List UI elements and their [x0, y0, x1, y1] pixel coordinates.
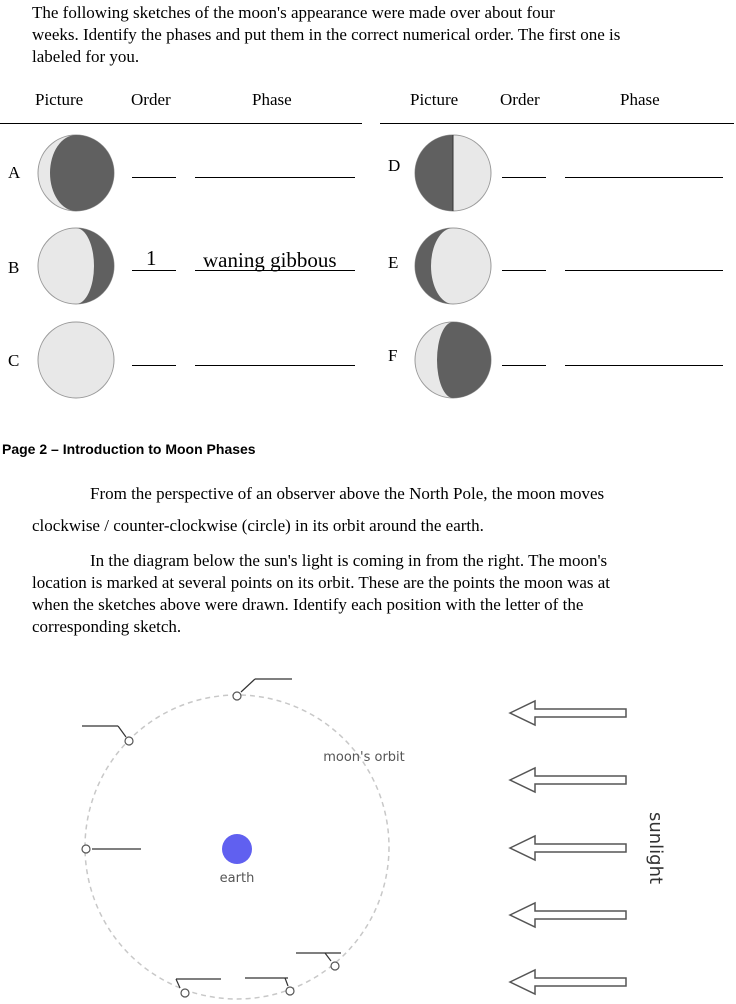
row-letter-a: A [8, 163, 21, 182]
phase-answer-b: waning gibbous [203, 248, 337, 272]
earth-label: earth [220, 871, 255, 886]
phase-blank-e[interactable] [565, 270, 723, 271]
sunlight-arrows [508, 699, 627, 996]
earth-icon [222, 834, 252, 864]
section-heading: Page 2 – Introduction to Moon Phases [2, 441, 256, 457]
phase-blank-b[interactable] [195, 270, 355, 271]
header-picture: Picture [410, 90, 459, 109]
row-letter-e: E [388, 253, 399, 272]
paragraph-line: From the perspective of an observer abov… [90, 484, 605, 503]
moon-sketch-d [414, 134, 492, 212]
header-order: Order [131, 90, 171, 109]
order-blank-e[interactable] [502, 270, 546, 271]
moon-sketch-b [37, 227, 115, 305]
phase-blank-c[interactable] [195, 365, 355, 366]
moon-sketch-c [37, 321, 115, 399]
row-letter-c: C [8, 351, 20, 370]
order-blank-a[interactable] [132, 177, 176, 178]
paragraph-2: In the diagram below the sun's light is … [32, 550, 722, 638]
order-blank-c[interactable] [132, 365, 176, 366]
phase-blank-d[interactable] [565, 177, 723, 178]
moon-sketch-e [414, 227, 492, 305]
orbit-label: moon's orbit [323, 750, 405, 765]
sunlight-arrow [508, 834, 627, 862]
order-blank-b[interactable] [132, 270, 176, 271]
header-picture: Picture [35, 90, 84, 109]
paragraph-line: corresponding sketch. [32, 617, 182, 636]
moon-sketches [37, 134, 492, 399]
position-marker [232, 678, 292, 701]
phase-blank-a[interactable] [195, 177, 355, 178]
position-marker [81, 844, 141, 854]
row-letter-f: F [388, 346, 398, 365]
sunlight-label: sunlight [645, 812, 666, 884]
sunlight-arrow [508, 766, 627, 794]
header-phase: Phase [620, 90, 660, 109]
order-blank-f[interactable] [502, 365, 546, 366]
order-blank-d[interactable] [502, 177, 546, 178]
sunlight-arrow [508, 699, 627, 727]
paragraph-line: In the diagram below the sun's light is … [90, 551, 608, 570]
instructions-line: labeled for you. [32, 47, 140, 66]
sunlight-arrow [508, 901, 627, 929]
instructions-line: weeks. Identify the phases and put them … [32, 25, 621, 44]
position-marker [175, 978, 221, 998]
phase-blank-f[interactable] [565, 365, 723, 366]
instructions: The following sketches of the moon's app… [32, 2, 722, 68]
paragraph-line: location is marked at several points on … [32, 573, 611, 592]
orbit-diagram: earth moon's orbit sunlight [81, 678, 666, 1000]
paragraph-line: clockwise / counter-clockwise (circle) i… [32, 516, 484, 535]
header-rule [0, 123, 362, 124]
moon-sketch-a [37, 134, 115, 212]
row-letter-b: B [8, 258, 20, 277]
order-answer-b: 1 [146, 246, 157, 270]
position-marker [245, 977, 295, 996]
position-marker [82, 725, 134, 746]
sunlight-arrow [508, 968, 627, 996]
position-marker [296, 952, 341, 971]
instructions-line: The following sketches of the moon's app… [32, 3, 555, 22]
header-order: Order [500, 90, 540, 109]
paragraph-line: when the sketches above were drawn. Iden… [32, 595, 584, 614]
moon-sketch-f [414, 321, 492, 399]
header-phase: Phase [252, 90, 292, 109]
header-rule [380, 123, 734, 124]
row-letter-d: D [388, 156, 401, 175]
